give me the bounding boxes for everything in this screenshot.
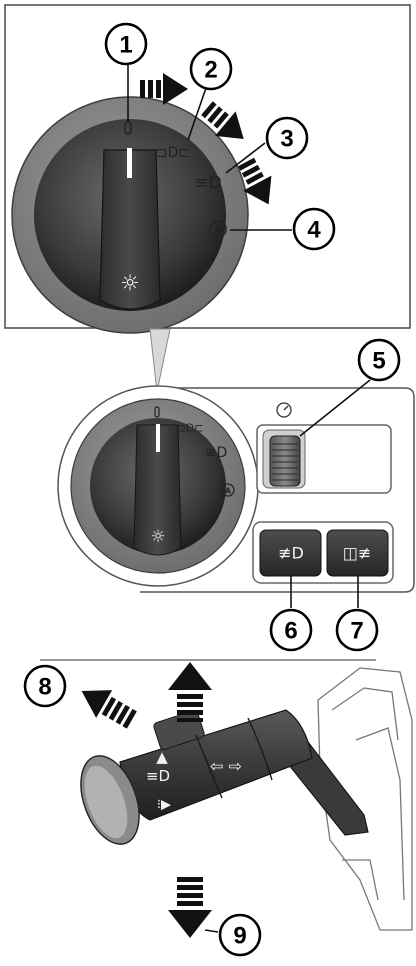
small-sidelight-icon: ⊐D⊏ <box>177 422 204 435</box>
callout-6-label: 6 <box>284 618 297 645</box>
instrument-dimmer-thumbwheel[interactable] <box>269 435 301 487</box>
headlight-flash-icon: ⁝▶ <box>157 798 171 813</box>
callout-7-label: 7 <box>350 618 363 645</box>
small-switch-grip[interactable] <box>133 424 182 556</box>
callout-1: 1 <box>104 22 148 66</box>
svg-text:A: A <box>225 487 232 496</box>
callout-8: 8 <box>23 664 67 708</box>
arrow-toward-driver-icon <box>81 690 137 729</box>
arrow-down-right-icon <box>201 101 244 139</box>
small-headlight-icon: ≡D <box>205 445 228 461</box>
arrow-right-icon <box>140 73 188 105</box>
callout-9-label: 9 <box>233 923 246 950</box>
callout-4-label: 4 <box>307 217 321 244</box>
headlight-icon: ≡D <box>194 173 221 193</box>
callout-5: 5 <box>357 338 401 382</box>
turn-indicator-arrows-icon: ⇦ ⇨ <box>210 757 242 776</box>
main-beam-icon: ▲ <box>156 748 168 766</box>
rear-fog-button[interactable]: ◫≢ <box>326 529 389 577</box>
callout-6: 6 <box>269 608 313 652</box>
zoom-pointer <box>149 328 171 393</box>
stalk-collar-2 <box>247 717 273 781</box>
callout-8-label: 8 <box>38 674 51 701</box>
switch-position-symbols: ⊐D⊏ ≡D A <box>124 121 227 238</box>
callout-9-leader <box>204 929 219 933</box>
callout-2-label: 2 <box>204 57 217 84</box>
rotation-arrows <box>140 73 272 205</box>
arrow-down-icon <box>168 877 212 938</box>
callout-2-leader <box>187 87 207 141</box>
front-fog-lamp-icon: ≢D <box>278 544 304 563</box>
switch-grip[interactable] <box>99 149 161 310</box>
stalk-view: ▲ ≡D ⁝▶ ⇦ ⇨ <box>70 662 413 938</box>
callout-5-leader <box>299 379 371 437</box>
stalk-end-cap-face <box>84 765 128 839</box>
small-instrument-illumination-icon: ☼ <box>150 527 165 547</box>
small-off-position-marker <box>154 406 160 418</box>
small-switch-pointer <box>156 424 160 452</box>
stalk-collar-1 <box>195 734 223 799</box>
switch-pointer <box>127 148 132 178</box>
arrow-down-right-icon-2 <box>238 157 272 205</box>
callout-1-label: 1 <box>119 32 132 59</box>
main-beam-headlight-icon: ≡D <box>146 767 170 785</box>
light-switch-small[interactable]: ☼ ⊐D⊏ ≡D A <box>70 398 246 574</box>
panel-outline <box>140 387 415 593</box>
callout-5-label: 5 <box>372 348 385 375</box>
callout-7: 7 <box>335 608 379 652</box>
arrow-up-icon <box>168 662 212 722</box>
callout-3-label: 3 <box>280 126 293 153</box>
callout-3: 3 <box>265 116 309 160</box>
instrument-illumination-icon: ☼ <box>120 272 140 297</box>
indicator-stalk[interactable]: ▲ ≡D ⁝▶ ⇦ ⇨ <box>70 709 369 853</box>
callout-4: 4 <box>292 207 336 251</box>
callout-3-leader <box>225 142 266 174</box>
front-fog-button[interactable]: ≢D <box>259 529 322 577</box>
callout-9: 9 <box>218 913 262 957</box>
rear-fog-lamp-icon: ◫≢ <box>343 544 372 563</box>
sidelight-icon: ⊐D⊏ <box>156 145 190 161</box>
svg-text:A: A <box>214 225 222 236</box>
stalk-arrows <box>81 662 212 938</box>
small-auto-headlight-icon: A <box>221 483 235 497</box>
callout-2: 2 <box>189 47 233 91</box>
switch-panel: ☼ ⊐D⊏ ≡D A <box>57 379 415 608</box>
light-switch-large[interactable]: ☼ <box>11 96 249 334</box>
auto-headlight-icon: A <box>209 220 227 238</box>
dial-illumination-icon <box>276 402 292 418</box>
